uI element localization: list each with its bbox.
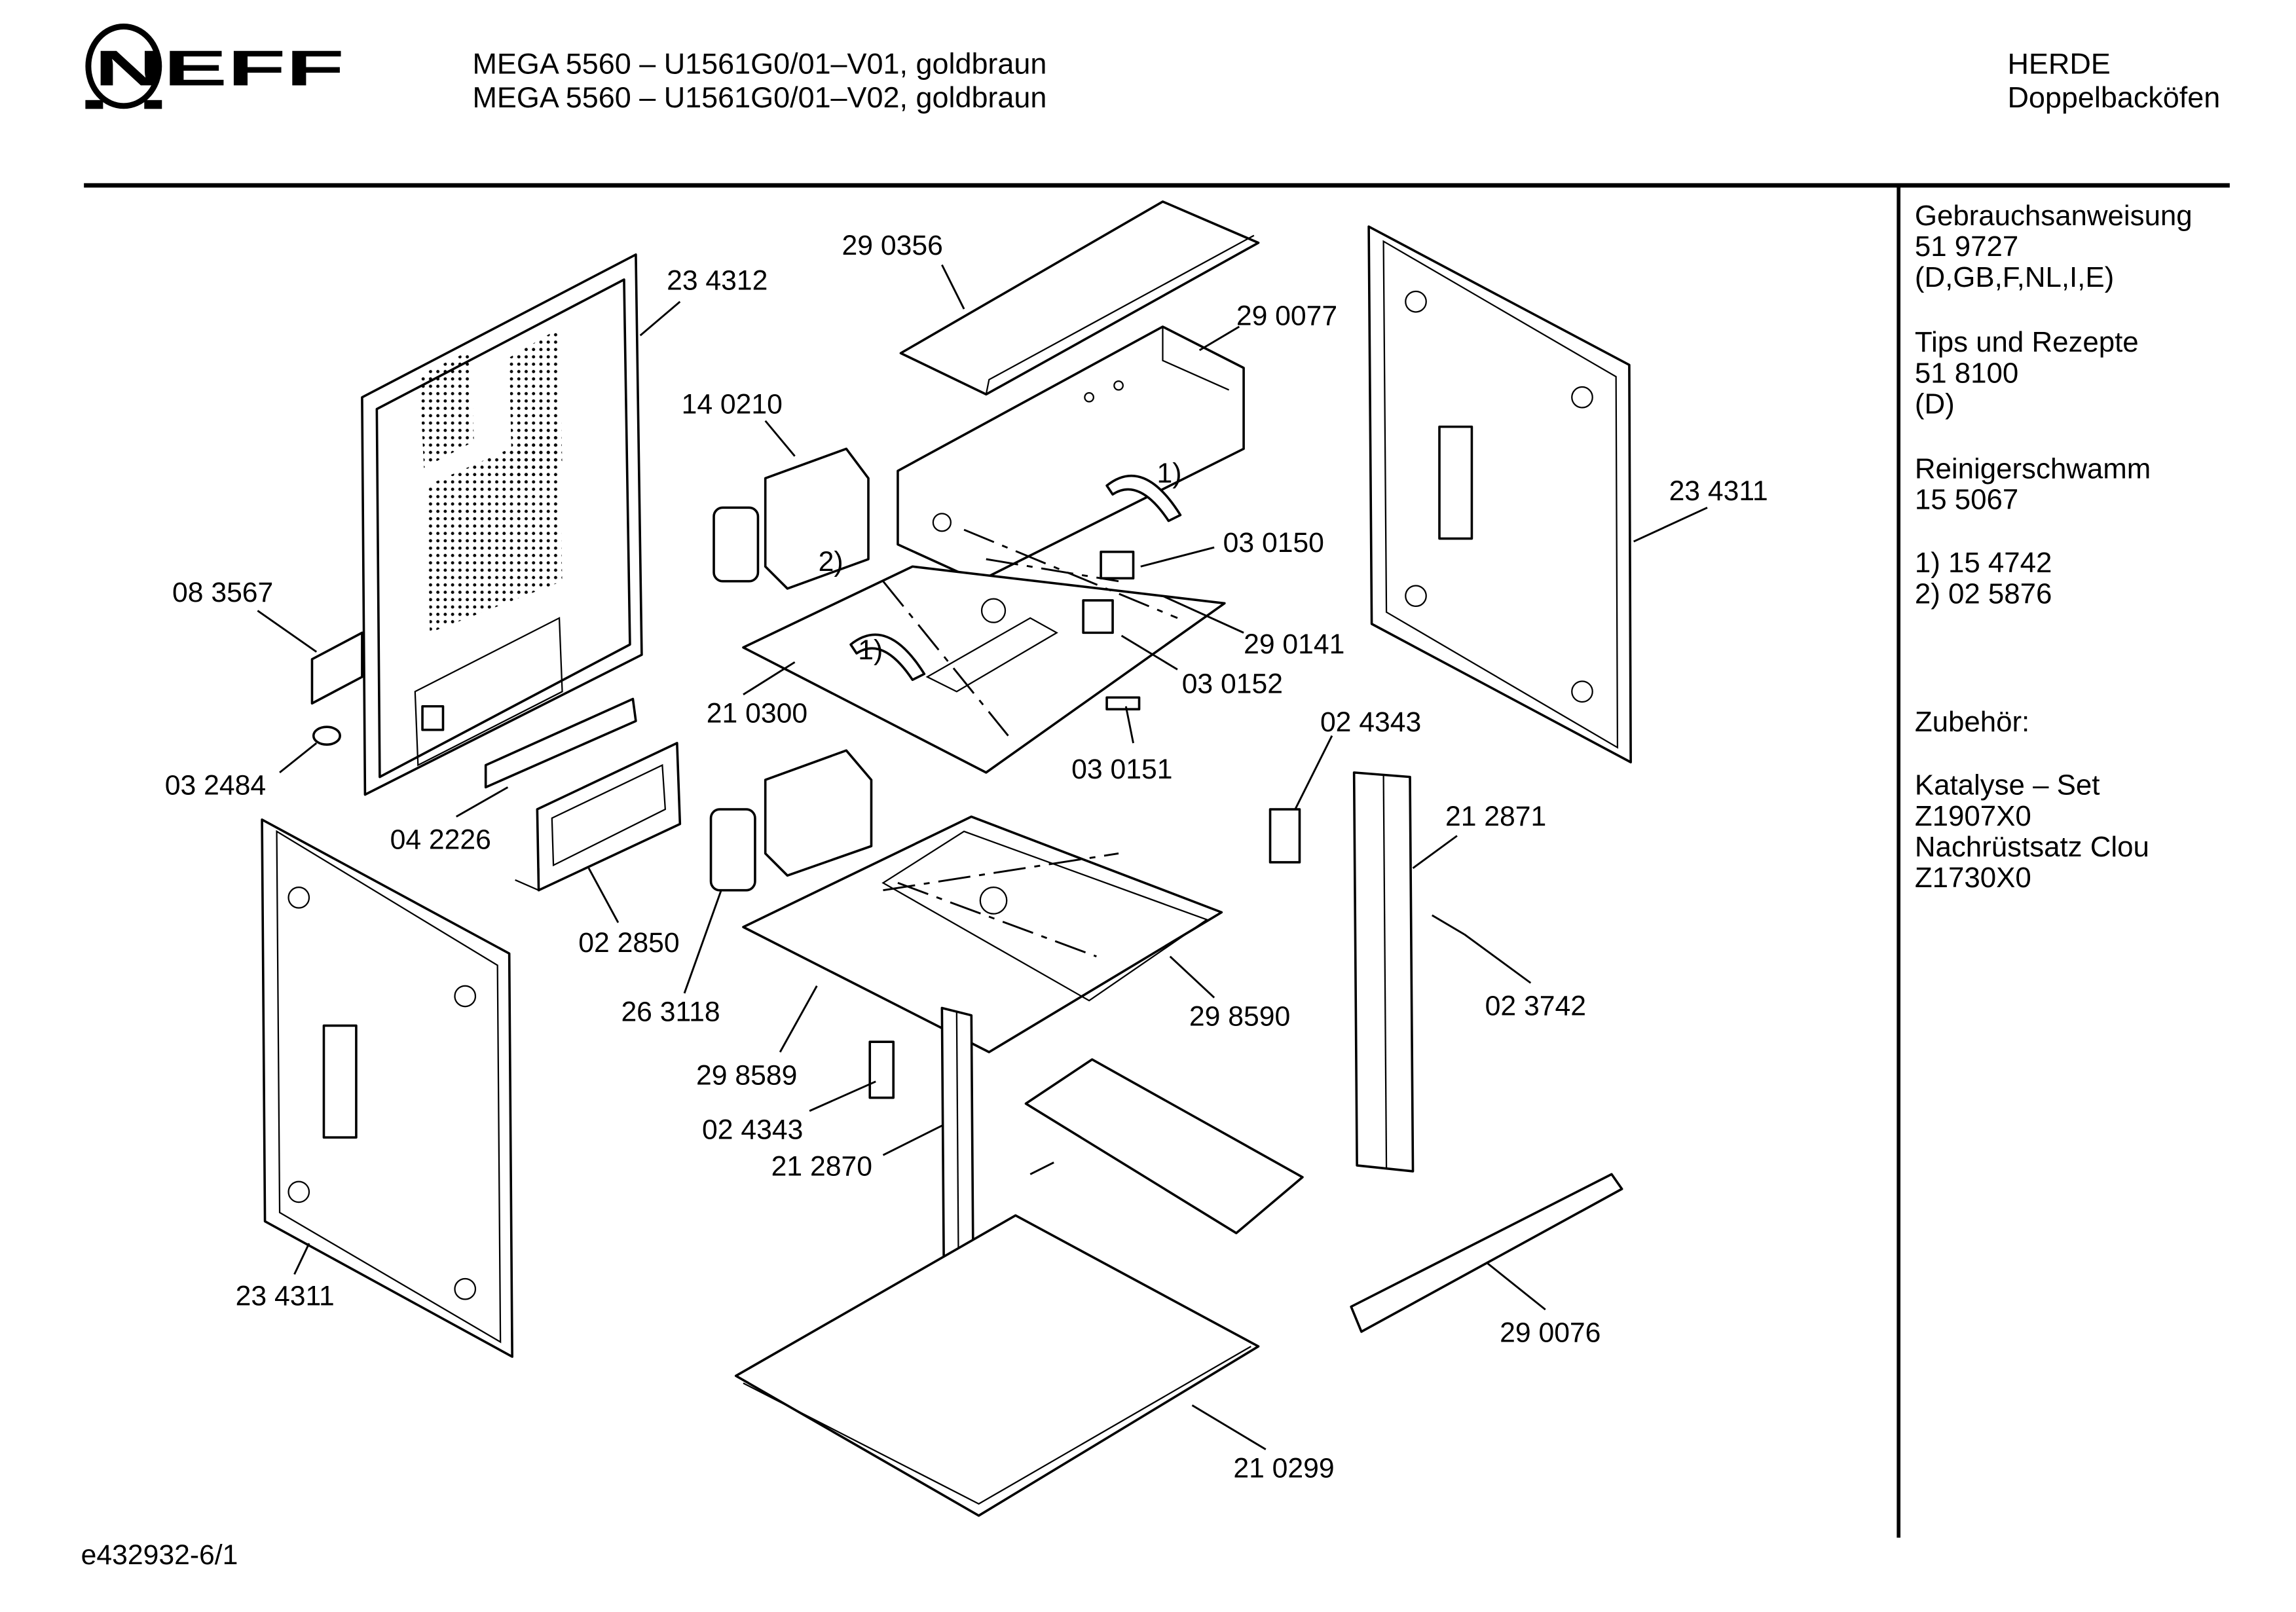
part-labels: 23 4312 29 0356 29 0077 14 0210 23 4311 … [165, 230, 1768, 1484]
model-line-1: MEGA 5560 – U1561G0/01–V01, goldbraun [472, 46, 1046, 80]
part-label: 29 0141 [1244, 629, 1344, 660]
brand-logo-text: NEFF [94, 41, 344, 96]
part-label: 23 4311 [236, 1280, 335, 1311]
note-line: 2) 02 5876 [1915, 577, 2052, 610]
part-label: 21 2870 [771, 1151, 872, 1182]
note-line: 51 9727 [1915, 230, 2018, 263]
part-label: 02 3742 [1485, 991, 1586, 1022]
part-label: 29 8590 [1189, 1000, 1290, 1032]
part-label: 04 2226 [390, 824, 491, 856]
neff-logo: NEFF [85, 23, 344, 109]
note-line: Nachrüstsatz Clou [1915, 831, 2149, 863]
note-line: 1) 15 4742 [1915, 547, 2052, 579]
note-line: (D,GB,F,NL,I,E) [1915, 261, 2114, 293]
footnote-mark: 1) [1157, 458, 1181, 489]
sidebar-notes: Gebrauchsanweisung 51 9727 (D,GB,F,NL,I,… [1915, 200, 2193, 894]
part-label: 23 4311 [1669, 475, 1768, 507]
leader-lines [257, 264, 1708, 1450]
footnote-mark: 2) [819, 546, 843, 577]
note-line: Katalyse – Set [1915, 769, 2100, 801]
part-label: 21 2871 [1445, 801, 1546, 832]
logo-ring [85, 23, 162, 109]
category-title: HERDE [2007, 46, 2110, 80]
model-line-2: MEGA 5560 – U1561G0/01–V02, goldbraun [472, 81, 1046, 114]
part-label: 23 4312 [667, 265, 768, 297]
part-label: 03 2484 [165, 770, 266, 801]
footnote-mark: 1) [858, 634, 883, 666]
part-drawings [261, 200, 1632, 1517]
note-line: Tips und Rezepte [1915, 326, 2139, 358]
note-line: Zubehör: [1915, 706, 2029, 738]
part-label: 21 0299 [1233, 1452, 1334, 1484]
part-label: 03 0152 [1182, 669, 1283, 700]
part-label: 03 0150 [1223, 527, 1324, 559]
drawing-id: e432932-6/1 [81, 1539, 238, 1571]
note-line: Reinigerschwamm [1915, 452, 2151, 485]
note-line: 15 5067 [1915, 484, 2018, 516]
part-label: 02 2850 [578, 927, 679, 959]
part-label: 29 0077 [1236, 301, 1337, 332]
part-label: 29 8589 [696, 1059, 797, 1091]
part-label: 03 0151 [1071, 754, 1172, 785]
part-label: 29 0356 [842, 230, 943, 261]
part-label: 21 0300 [707, 697, 807, 729]
part-label: 02 4343 [702, 1114, 803, 1145]
note-line: Z1730X0 [1915, 862, 2031, 894]
part-label: 02 4343 [1320, 706, 1421, 738]
part-label: 08 3567 [172, 577, 273, 608]
subcategory-title: Doppelbacköfen [2007, 81, 2220, 114]
note-line: Gebrauchsanweisung [1915, 200, 2193, 232]
part-label: 26 3118 [621, 997, 720, 1028]
note-line: Z1907X0 [1915, 800, 2031, 832]
part-label: 29 0076 [1500, 1317, 1601, 1349]
part-label: 14 0210 [682, 389, 783, 420]
note-line: 51 8100 [1915, 357, 2018, 389]
note-line: (D) [1915, 388, 1955, 420]
